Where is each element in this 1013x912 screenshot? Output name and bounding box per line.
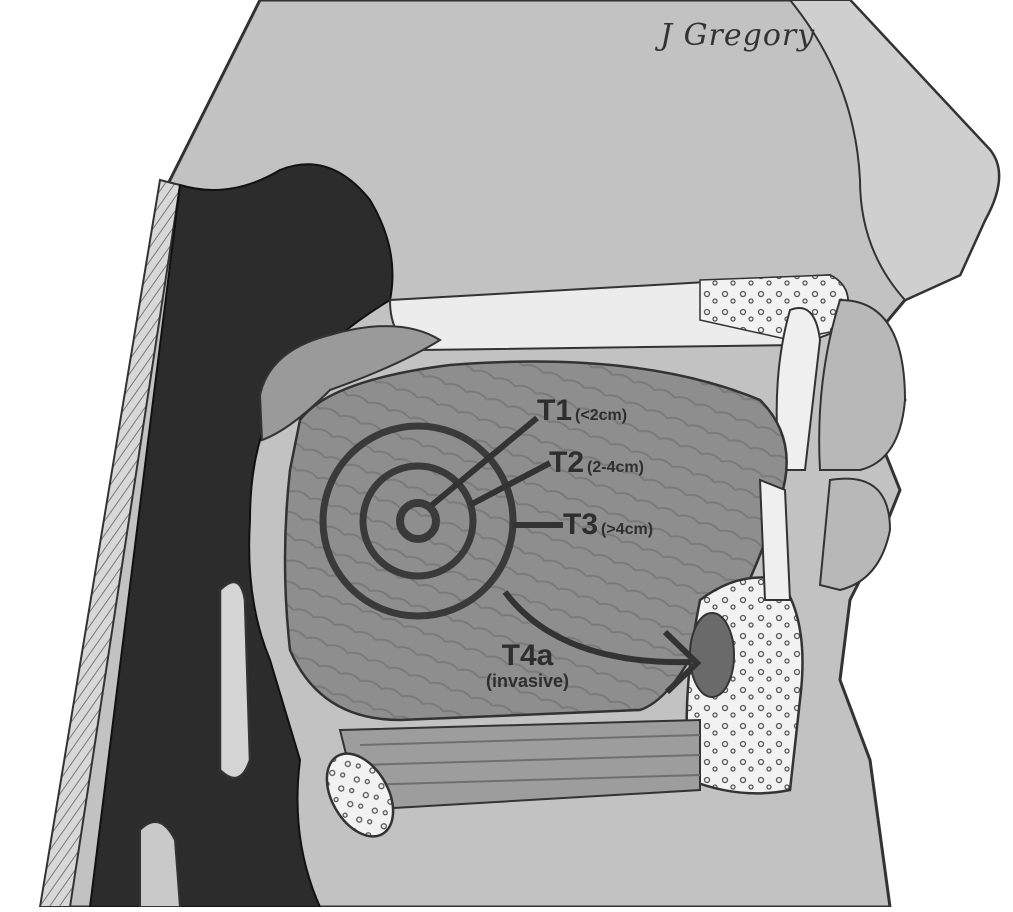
stage-label-t3: T3(>4cm) (563, 508, 653, 542)
stage-label-t4a: T4a (invasive) (486, 640, 569, 690)
stage-label-t1: T1(<2cm) (537, 394, 627, 428)
stage-size: (>4cm) (601, 521, 653, 538)
stage-code: T3 (563, 508, 598, 541)
stage-code: T2 (549, 446, 584, 479)
stage-code: T1 (537, 394, 572, 427)
stage-label-t2: T2(2-4cm) (549, 446, 644, 480)
stage-size: (invasive) (486, 672, 569, 691)
stage-size: (<2cm) (575, 407, 627, 424)
epiglottis (220, 582, 250, 778)
stage-code: T4a (502, 639, 554, 672)
invasive-lesion (690, 613, 734, 697)
lower-incisor (760, 480, 790, 600)
upper-lip (819, 300, 905, 470)
artist-signature: J Gregory (660, 18, 815, 53)
lower-lip (820, 479, 890, 590)
stage-size: (2-4cm) (587, 459, 644, 476)
